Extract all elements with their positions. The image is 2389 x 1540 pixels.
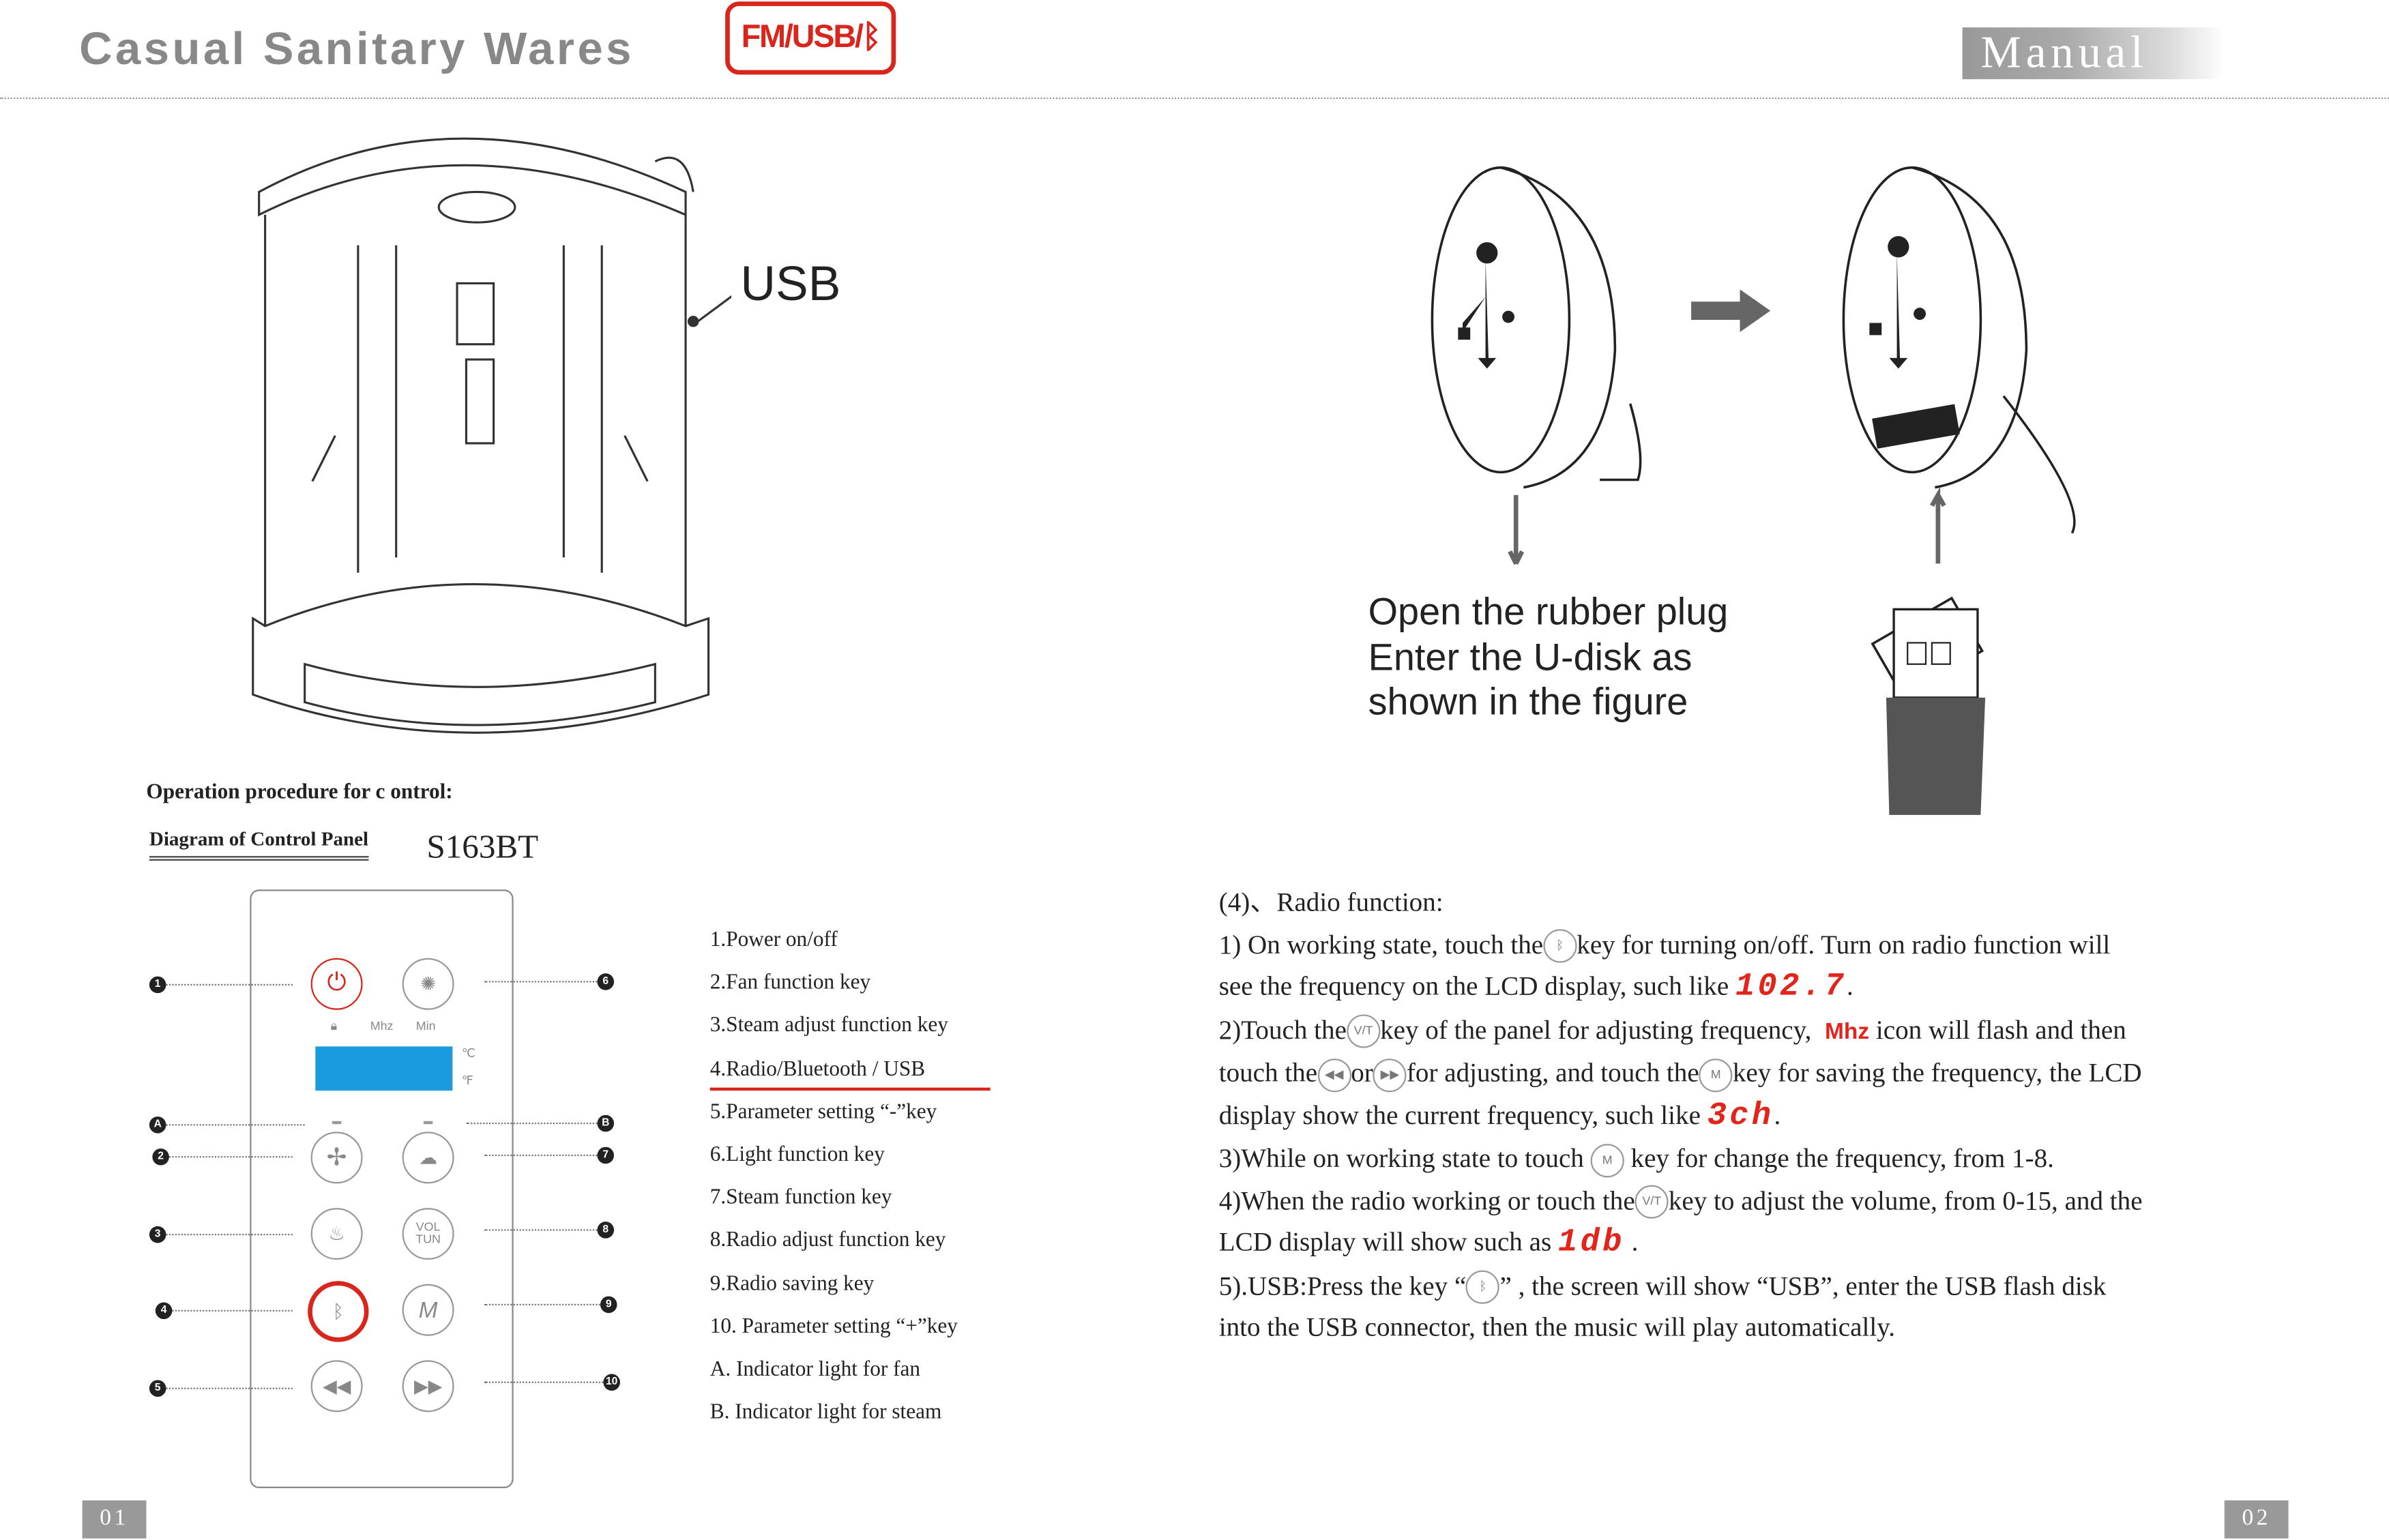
fm-usb-bt-badge: FM/USB/ᛒ: [725, 1, 896, 75]
radio-saving-button[interactable]: M: [402, 1284, 454, 1336]
diagram-title: Diagram of Control Panel: [149, 827, 369, 861]
page-number-right: 02: [2224, 1500, 2289, 1539]
callout-5: 5: [149, 1380, 166, 1397]
instruction-line: shown in the figure: [1368, 681, 1688, 724]
brand-title: Casual Sanitary Wares: [79, 24, 634, 75]
key-item: 3.Steam adjust function key: [709, 1015, 948, 1038]
steam-adjust-button[interactable]: ♨: [310, 1208, 363, 1260]
operation-title: Operation procedure for c ontrol:: [146, 781, 453, 805]
callout-10: 10: [603, 1374, 620, 1391]
text: 4)When the radio working or touch the: [1218, 1184, 1635, 1215]
callout-3: 3: [149, 1226, 166, 1243]
memory-key-icon: M: [1590, 1144, 1624, 1178]
key-item: B. Indicator light for steam: [709, 1402, 942, 1425]
fahrenheit-indicator: ℉: [461, 1073, 473, 1088]
key-item: 5.Parameter setting “-”key: [709, 1101, 937, 1124]
text: 3)While on working state to touch: [1218, 1142, 1584, 1173]
text: icon will flash and then: [1875, 1013, 2126, 1044]
key-item: 10. Parameter setting “+”key: [709, 1316, 958, 1339]
instruction-line: Open the rubber plug: [1368, 591, 1729, 634]
key-item-highlighted: 4.Radio/Bluetooth / USB: [709, 1054, 991, 1091]
power-button[interactable]: ⏻: [310, 958, 363, 1010]
minus-button[interactable]: ◀◀: [310, 1360, 363, 1412]
callout-6: 6: [597, 973, 615, 990]
text: key for turning on/off. Turn on radio fu…: [1577, 928, 2111, 959]
text: .: [1774, 1099, 1781, 1130]
text: or: [1351, 1056, 1373, 1088]
rewind-key-icon: ◀◀: [1317, 1058, 1351, 1093]
shower-enclosure-illustration: [252, 137, 732, 734]
usb-instruction: Open the rubber plug Enter the U-disk as…: [1368, 591, 1729, 726]
fan-button[interactable]: ✢: [310, 1131, 363, 1184]
manual-label: Manual: [1962, 27, 2225, 80]
text: .: [1847, 970, 1853, 1001]
text: see the frequency on the LCD display, su…: [1218, 970, 1729, 1001]
key-item: 7.Steam function key: [709, 1187, 892, 1210]
page-number-left: 01: [82, 1500, 147, 1539]
text: 2)Touch the: [1218, 1013, 1347, 1044]
text: 1) On working state, touch the: [1218, 928, 1544, 959]
text: for adjusting, and touch the: [1406, 1056, 1699, 1088]
mhz-icon: Mhz: [1824, 1018, 1870, 1044]
header-divider: [0, 97, 2389, 100]
text: touch the: [1218, 1056, 1318, 1088]
forward-key-icon: ▶▶: [1373, 1058, 1407, 1093]
callout-8: 8: [597, 1221, 615, 1239]
mhz-indicator: Mhz: [370, 1019, 394, 1033]
text: display show the current frequency, such…: [1218, 1099, 1701, 1130]
lcd-display: [315, 1046, 453, 1091]
instruction-line: Enter the U-disk as: [1368, 636, 1692, 679]
steam-indicator-light: [423, 1121, 433, 1125]
callout-2: 2: [152, 1148, 169, 1166]
plus-button[interactable]: ▶▶: [402, 1360, 454, 1412]
radio-bluetooth-key-icon: ᛒ: [1543, 930, 1577, 964]
key-item: 6.Light function key: [709, 1144, 885, 1167]
radio-bluetooth-key-icon: ᛒ: [1466, 1271, 1500, 1305]
steam-button[interactable]: ☁: [402, 1131, 454, 1184]
lock-icon: 🔒︎: [330, 1019, 338, 1033]
callout-a: A: [149, 1116, 166, 1134]
lcd-frequency-example: 102.7: [1735, 970, 1847, 1006]
radio-function-section: (4)、Radio function: 1) On working state,…: [1219, 882, 2143, 1349]
vol-tun-key-icon: V/T: [1635, 1185, 1669, 1219]
lcd-volume-example: 1db: [1557, 1226, 1625, 1262]
usb-insertion-illustration: [1431, 166, 2076, 815]
text: into the USB connector, then the music w…: [1218, 1311, 1896, 1342]
model-number: S163BT: [426, 827, 539, 865]
text: key for change the frequency, from 1-8.: [1630, 1142, 2054, 1173]
key-item: 2.Fan function key: [709, 972, 871, 995]
min-indicator: Min: [415, 1019, 436, 1033]
vol-label: VOL: [415, 1219, 441, 1234]
text: key of the panel for adjusting frequency…: [1380, 1013, 1812, 1044]
text: ” , the screen will show “USB”, enter th…: [1499, 1269, 2107, 1301]
celsius-indicator: ℃: [461, 1046, 475, 1061]
lcd-channel-example: 3ch: [1707, 1099, 1774, 1134]
key-item: 8.Radio adjust function key: [709, 1230, 946, 1253]
radio-title: (4)、Radio function:: [1218, 886, 1443, 917]
callout-b: B: [597, 1114, 615, 1132]
tun-label: TUN: [415, 1232, 441, 1246]
text: .: [1631, 1226, 1639, 1257]
light-button[interactable]: ✺: [402, 958, 454, 1010]
radio-bluetooth-usb-button[interactable]: ᛒ: [308, 1281, 369, 1342]
callout-4: 4: [155, 1302, 173, 1320]
fan-indicator-light: [332, 1121, 342, 1125]
text: LCD display will show such as: [1218, 1226, 1552, 1257]
key-legend: 1.Power on/off 2.Fan function key 3.Stea…: [709, 920, 991, 1436]
text: 5).USB:Press the key “: [1218, 1269, 1467, 1301]
key-item: 9.Radio saving key: [709, 1273, 875, 1296]
vol-tun-key-icon: V/T: [1346, 1015, 1381, 1049]
memory-key-icon: M: [1699, 1058, 1733, 1093]
text: key to adjust the volume, from 0-15, and…: [1668, 1184, 2143, 1215]
key-item: 1.Power on/off: [709, 929, 838, 952]
key-item: A. Indicator light for fan: [709, 1359, 921, 1382]
usb-port-label: USB: [740, 256, 841, 311]
callout-1: 1: [149, 976, 166, 994]
callout-9: 9: [600, 1296, 617, 1314]
text: key for saving the frequency, the LCD: [1732, 1056, 2142, 1088]
callout-7: 7: [597, 1146, 615, 1164]
